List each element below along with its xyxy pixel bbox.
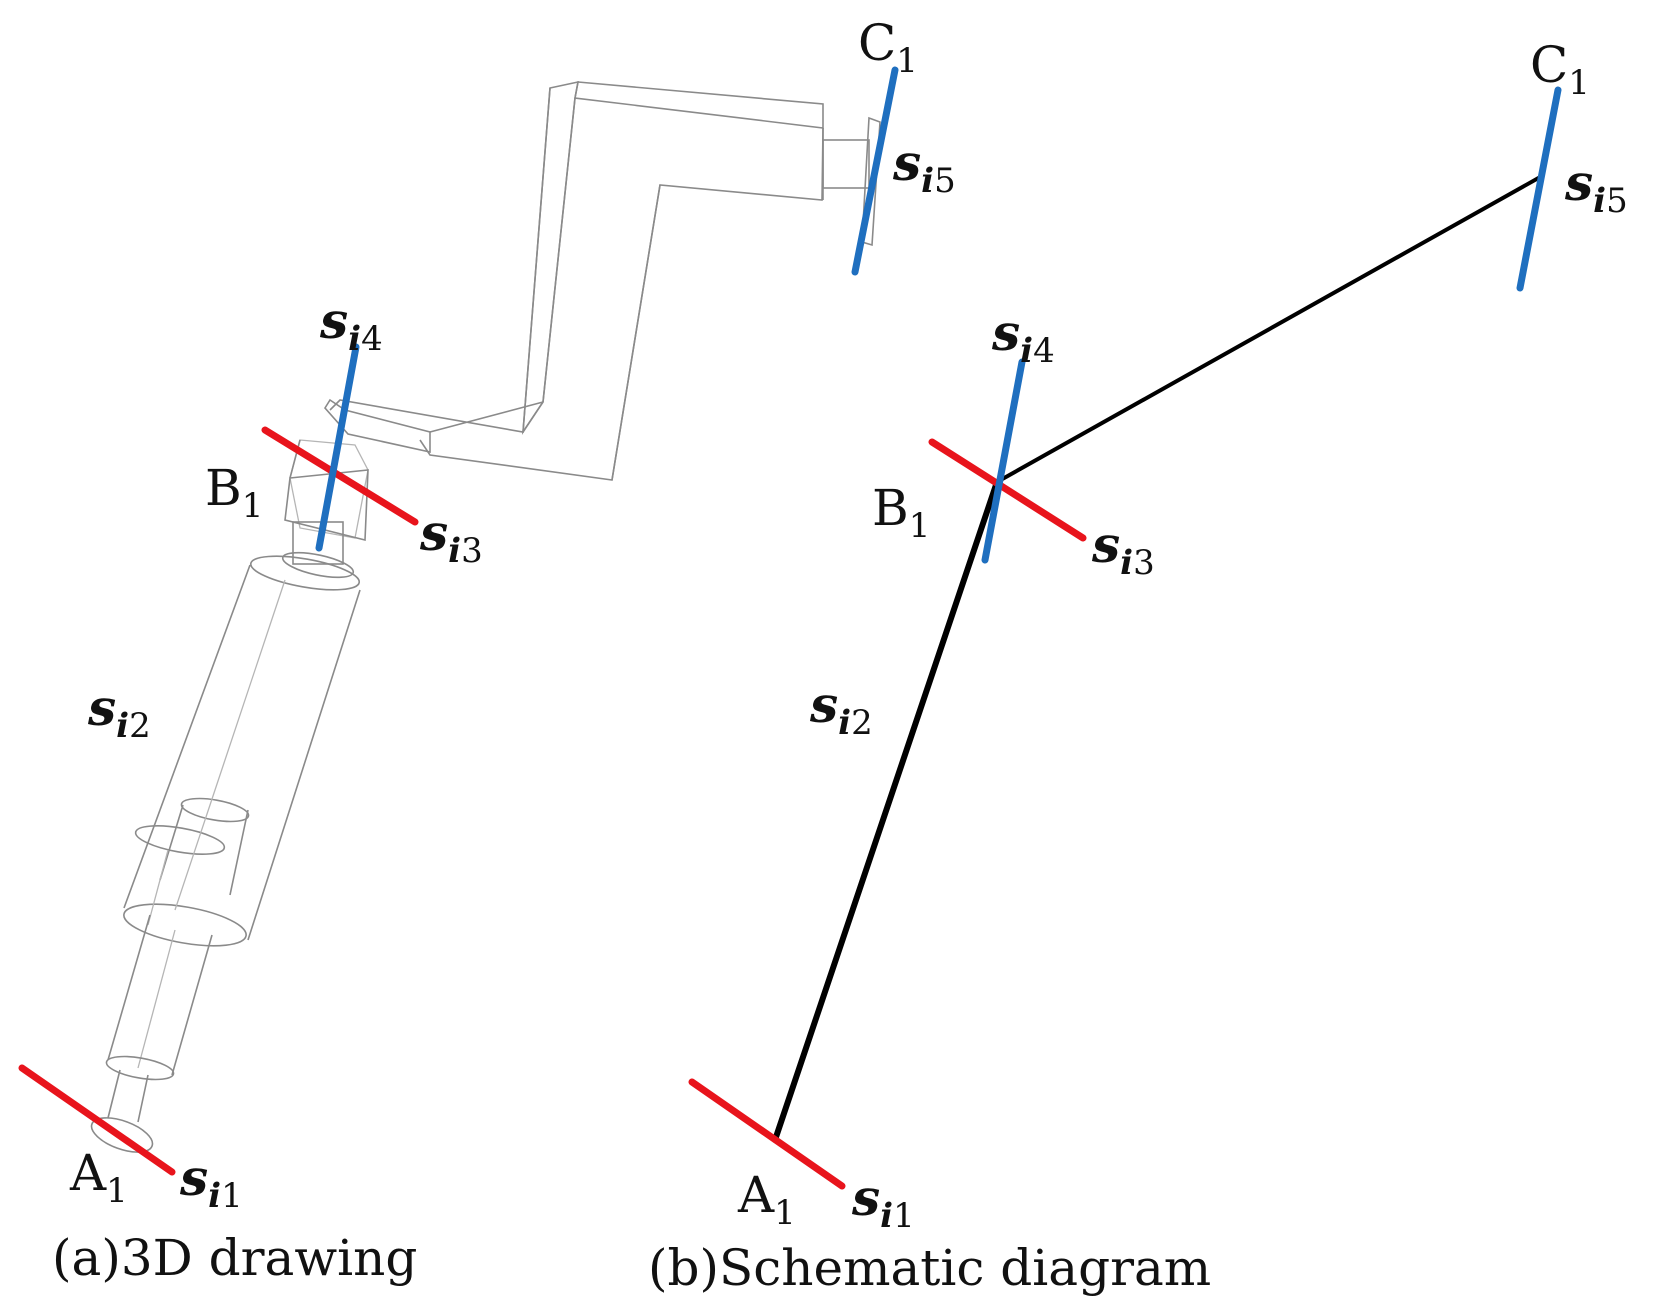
axis-label-s-i4-a: si4 — [319, 291, 383, 359]
link-a1-b1 — [772, 479, 1000, 1143]
point-label-b1: B1 — [205, 459, 263, 526]
axis-s5-line-b — [1516, 86, 1562, 292]
link-b1-c1 — [995, 174, 1544, 484]
axis-s1-line-b — [688, 1078, 846, 1190]
point-label-c1-b: C1 — [1530, 36, 1590, 103]
panel-b-schematic-diagram: A1 B1 C1 si1 si2 si3 si4 si5 (b)Schemati… — [648, 36, 1628, 1297]
axis-s1-line-a — [18, 1064, 176, 1176]
axis-label-s-i2-b: si2 — [809, 675, 873, 743]
axis-s4-line-b — [981, 358, 1026, 564]
upper-bracket-wireframe — [329, 80, 881, 481]
point-label-c1: C1 — [858, 14, 918, 81]
arm-wireframe — [284, 398, 431, 565]
point-label-a1: A1 — [69, 1144, 128, 1211]
point-label-b1-b: B1 — [872, 479, 930, 546]
point-label-a1-b: A1 — [737, 1166, 796, 1233]
axis-s4-line-a — [315, 343, 360, 552]
axis-label-s-i1-a: si1 — [179, 1148, 243, 1216]
axis-s3-line-a — [261, 426, 419, 526]
piston-rod-wireframe — [90, 914, 213, 1153]
cylinder-body-wireframe — [123, 551, 361, 947]
panel-a-3d-drawing: A1 B1 C1 si1 si2 si3 si4 si5 (a)3D drawi… — [18, 14, 956, 1287]
caption-a: (a)3D drawing — [52, 1229, 417, 1287]
axis-label-s-i5-a: si5 — [892, 133, 956, 201]
axis-label-s-i2-a: si2 — [87, 678, 151, 746]
caption-b: (b)Schematic diagram — [648, 1239, 1211, 1297]
axis-label-s-i3-a: si3 — [419, 503, 483, 571]
axis-s3-line-b — [928, 438, 1087, 542]
axis-s5-line-a — [851, 66, 899, 276]
axis-label-s-i4-b: si4 — [991, 303, 1055, 371]
axis-label-s-i3-b: si3 — [1091, 515, 1155, 583]
axis-label-s-i5-b: si5 — [1564, 153, 1628, 221]
axis-label-s-i1-b: si1 — [851, 1168, 915, 1236]
